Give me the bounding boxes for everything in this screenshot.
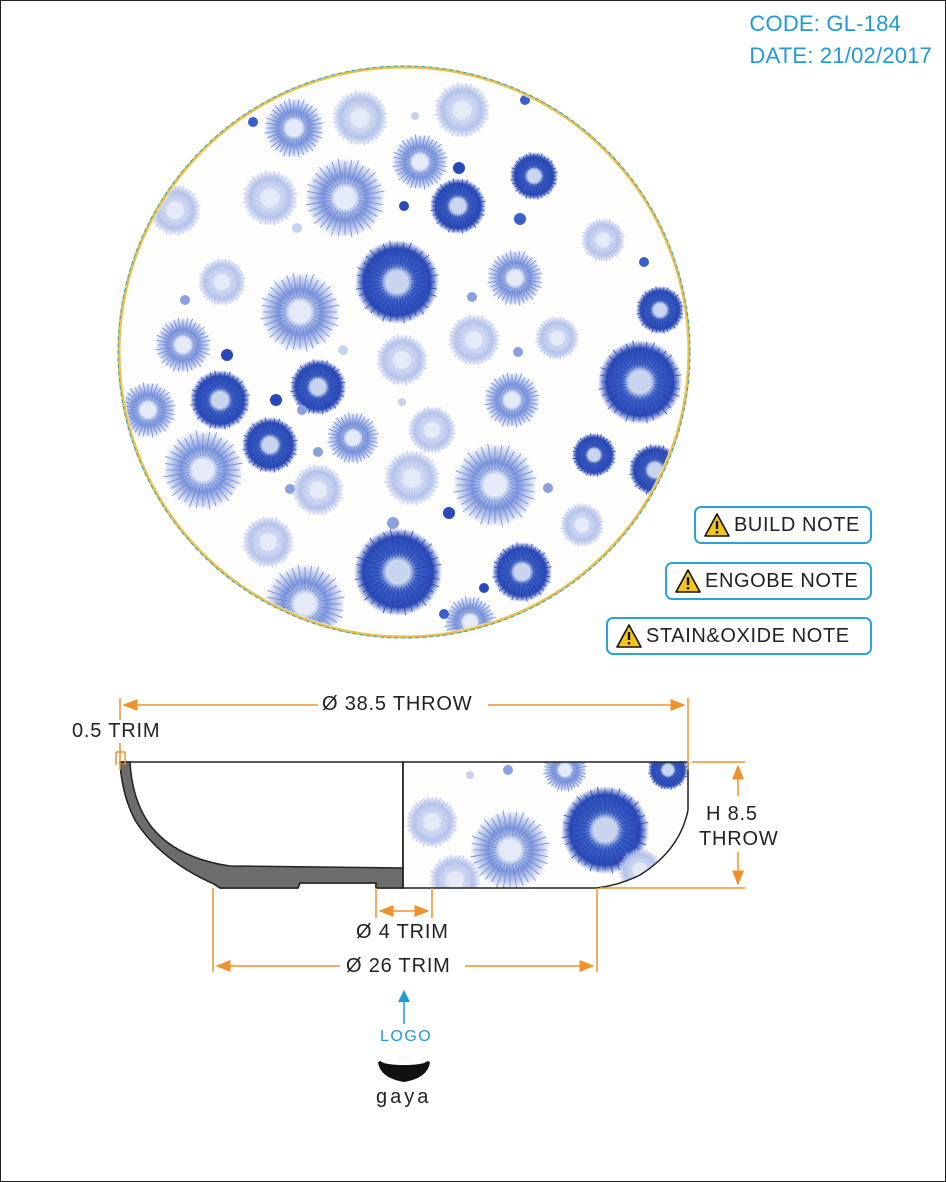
side-pattern (406, 762, 688, 888)
logo-label: LOGO (380, 1028, 433, 1045)
height-throw-label-2: THROW (699, 828, 779, 851)
dot-motif (387, 517, 399, 529)
dot-motif (297, 405, 307, 415)
title-block: CODE: GL-184 DATE: 21/02/2017 (749, 8, 932, 72)
dot-motif (453, 162, 465, 174)
dot-motif (513, 347, 523, 357)
dot-motif (398, 398, 406, 406)
base-trim-label: Ø 26 TRIM (346, 955, 451, 978)
stain-oxide-note-button[interactable]: STAIN&OXIDE NOTE (606, 617, 872, 655)
warning-icon (704, 513, 730, 537)
gaya-logo-mark (378, 1057, 430, 1082)
flower-motif (144, 546, 196, 598)
height-throw-label-1: H 8.5 (706, 803, 758, 826)
build-note-label: BUILD NOTE (733, 513, 860, 536)
dimension-lines (115, 698, 745, 972)
rim-trim-label: 0.5 TRIM (72, 720, 161, 743)
stain-oxide-note-label: STAIN&OXIDE NOTE (646, 624, 850, 647)
dot-motif (467, 292, 477, 302)
dot-motif (221, 349, 233, 361)
engobe-note-label: ENGOBE NOTE (705, 569, 859, 592)
dot-motif (479, 583, 489, 593)
dot-motif (245, 605, 255, 615)
logo-pointer (398, 990, 410, 1024)
warning-icon (675, 569, 701, 593)
dot-motif (399, 201, 409, 211)
dot-motif (514, 213, 526, 225)
product-code: CODE: GL-184 (749, 11, 901, 36)
dot-motif (466, 771, 474, 779)
dot-motif (411, 112, 419, 120)
drawing-date: DATE: 21/02/2017 (749, 43, 932, 68)
plate-top-view (117, 65, 691, 639)
bowl-side-profile (119, 761, 689, 889)
dot-motif (443, 507, 455, 519)
build-note-button[interactable]: BUILD NOTE (694, 506, 872, 544)
dot-motif (285, 484, 295, 494)
dot-motif (503, 765, 513, 775)
diameter-throw-label: Ø 38.5 THROW (322, 693, 473, 716)
wall-section (119, 761, 404, 889)
engobe-note-button[interactable]: ENGOBE NOTE (665, 562, 872, 600)
dot-motif (270, 394, 282, 406)
dot-motif (248, 117, 258, 127)
dot-motif (313, 447, 323, 457)
dot-motif (520, 95, 530, 105)
brand-name: gaya (376, 1086, 432, 1108)
warning-icon (616, 624, 642, 648)
dot-motif (180, 295, 190, 305)
dot-motif (543, 483, 553, 493)
small-trim-label: Ø 4 TRIM (356, 921, 449, 944)
dot-motif (292, 223, 302, 233)
dot-motif (439, 609, 449, 619)
plate-outline (117, 65, 691, 639)
dot-motif (639, 257, 649, 267)
dot-motif (338, 345, 348, 355)
